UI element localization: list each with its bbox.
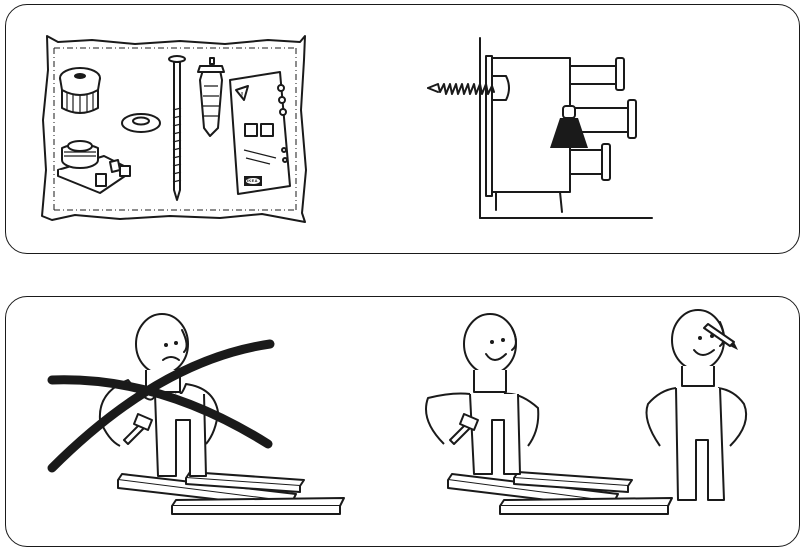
boards-stack-left xyxy=(117,471,345,515)
wall-plug xyxy=(197,57,225,137)
drawers-open xyxy=(569,57,637,181)
wall-screw xyxy=(427,83,495,95)
two-person-illustration xyxy=(425,309,748,515)
adjustable-foot xyxy=(57,140,131,194)
long-screw xyxy=(168,55,186,201)
ikea-logo-text: IKEA xyxy=(247,178,258,183)
pencil-icon xyxy=(703,323,738,350)
prohibition-cross-stroke-1 xyxy=(47,339,275,473)
person-happy-right xyxy=(645,309,748,501)
wall-anchoring-illustration xyxy=(427,37,653,219)
hardware-bag-illustration: ! xyxy=(41,35,307,223)
boards-stack-right xyxy=(447,471,673,515)
instruction-leaflet: ! xyxy=(229,71,291,195)
person-sad xyxy=(98,313,219,477)
single-person-illustration xyxy=(47,313,345,515)
prohibition-cross-stroke-2 xyxy=(47,375,273,449)
washer xyxy=(121,113,161,133)
hammer-icon-right xyxy=(449,413,479,445)
hammer-icon-left xyxy=(123,413,153,445)
anchor-bracket xyxy=(491,75,510,101)
warning-icon: ! xyxy=(241,92,243,99)
person-happy-left xyxy=(425,313,540,475)
leveling-knob xyxy=(59,67,101,114)
bag-seal-line xyxy=(53,47,297,211)
weight-icon xyxy=(550,105,588,148)
